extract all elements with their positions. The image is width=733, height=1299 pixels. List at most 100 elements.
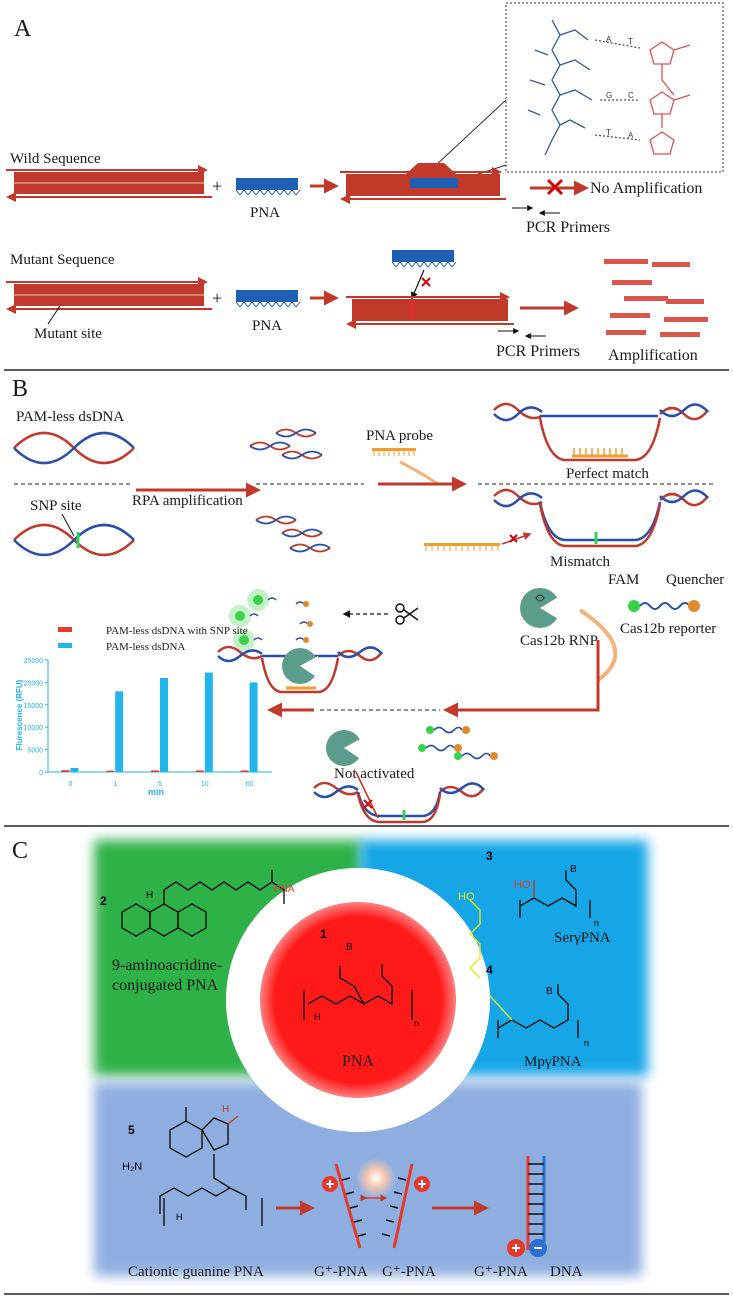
rpa-label: RPA amplification (132, 493, 243, 509)
wild-pna-complex (340, 163, 506, 204)
mismatch-complex (493, 488, 709, 548)
chart-y-tick-label: 10000 (24, 725, 44, 732)
repulsion-diagram (322, 1158, 430, 1249)
pna-backbone-structure (303, 964, 413, 1020)
pcr-primers-label-2: PCR Primers (496, 343, 580, 360)
pcr-primer-arrows-1 (512, 205, 560, 216)
amplification-label: Amplification (608, 347, 698, 364)
ser-gamma-structure (519, 870, 591, 918)
plus-sign: + (212, 176, 222, 196)
acridine-nh-label: H (146, 890, 153, 901)
chart-bar (249, 682, 258, 772)
panel-a-letter: A (14, 16, 32, 42)
acridine-structure (121, 870, 285, 937)
mp-n-label: n (584, 1038, 589, 1048)
quencher-label: Quencher (666, 572, 724, 588)
pna-strand-wild (235, 178, 301, 196)
panel-a: A A T G C T A Wild Sequence + (6, 2, 724, 364)
cas12b-rnp-label: Cas12b RNP (520, 633, 598, 649)
mutant-dsdna (6, 277, 212, 325)
mp-b-label: B (546, 986, 553, 997)
chart-y-tick-label: 25000 (24, 658, 44, 665)
pna-b-label: B (346, 942, 353, 953)
guanine-h2n-label: H₂N (122, 1161, 142, 1173)
struct-3-number: 3 (486, 849, 493, 863)
pna-label-c: PNA (342, 1053, 374, 1070)
no-amplification-mark (530, 178, 589, 196)
panel-c-letter: C (12, 838, 28, 864)
chart-x-tick-label: 60 (246, 781, 254, 788)
scissors-icon (395, 603, 419, 625)
pna-label-2: PNA (252, 318, 282, 334)
panel-b-letter: B (12, 376, 28, 402)
helix-snp (13, 523, 135, 557)
inset-base-g: G (606, 91, 612, 100)
chart-ylabel: Flurescence (RFU) (15, 679, 24, 750)
amplified-copies (604, 259, 708, 337)
ser-b-label: B (570, 864, 577, 875)
ser-n-label: n (594, 918, 599, 928)
chart-bar (240, 770, 249, 772)
chart-x-tick-label: 1 (113, 781, 117, 788)
fluorescence-bar-chart: PAM-less dsDNA with SNP site PAM-less ds… (15, 625, 272, 797)
chart-bar (204, 672, 213, 772)
chart-x-tick-label: 0 (68, 781, 72, 788)
amplicons-top (249, 428, 323, 460)
inset-base-c: C (628, 91, 634, 100)
chart-bar (160, 677, 168, 772)
struct-5-number: 5 (128, 1123, 135, 1137)
chart-x-tick-label: 10 (201, 781, 209, 788)
intact-reporters (418, 726, 498, 760)
cas12b-rnp-icon (520, 588, 560, 628)
pna-n-label: n (414, 1018, 419, 1028)
struct-1-number: 1 (320, 927, 327, 941)
perfect-match-complex (493, 402, 709, 462)
curved-arrow-reporter (578, 608, 618, 682)
gpna-dna-duplex (507, 1156, 547, 1257)
pna-label: PNA (250, 205, 280, 221)
legend-swatch-dsdna (58, 643, 72, 648)
inset-structure-box (505, 2, 724, 173)
ser-ho-label: HO (514, 879, 531, 891)
chart-y-tick-label: 15000 (24, 703, 44, 710)
chart-xlabel: min (148, 787, 164, 797)
chart-y-tick-label: 5000 (27, 748, 43, 755)
mp-ho-label: HO (458, 891, 475, 903)
cas12b-active-icon (282, 648, 318, 684)
not-activated-label: Not activated (334, 766, 415, 782)
chart-bar (151, 770, 159, 772)
pna-nh-label: H (314, 1012, 321, 1022)
panel-b: B PAM-less dsDNA SNP site RPA amplificat… (12, 376, 724, 824)
pam-less-label: PAM-less dsDNA (16, 409, 124, 425)
mutant-site-label: Mutant site (34, 326, 102, 342)
acridine-label-1: 9-aminoacridine- (112, 957, 222, 974)
struct-2-number: 2 (100, 894, 107, 908)
wild-dsdna (6, 165, 212, 202)
fam-label: FAM (608, 572, 639, 588)
inset-base-t2: T (606, 128, 611, 137)
legend-label-snp: PAM-less dsDNA with SNP site (106, 625, 248, 637)
cas12b-reporter-label: Cas12b reporter (620, 621, 716, 637)
activated-complex (217, 645, 384, 694)
wild-sequence-label: Wild Sequence (10, 151, 101, 167)
pna-probe-label: PNA probe (366, 428, 433, 444)
ser-gamma-label: SerγPNA (554, 930, 611, 946)
inset-base-t: T (628, 37, 633, 46)
chart-bars (61, 672, 258, 772)
guanine-charge: H (222, 1104, 229, 1115)
cas12b-inactive-icon (326, 730, 362, 766)
guanine-structure (159, 1107, 263, 1226)
snp-pointer (61, 513, 75, 537)
inset-base-a2: A (628, 131, 634, 140)
struct-4-number: 4 (486, 963, 493, 977)
plus-sign-2: + (212, 288, 222, 308)
legend-swatch-snp (58, 627, 72, 632)
mutant-pna-blocked (346, 250, 514, 329)
panel-c: C 2 H PNA 9-aminoacridine- conjugated PN… (12, 838, 648, 1280)
pcr-primer-arrows-2 (498, 328, 546, 339)
chart-x-tick-label: 5 (158, 781, 162, 788)
acridine-pna-tag: PNA (274, 884, 295, 895)
chart-bar (106, 770, 115, 772)
legend-label-dsdna: PAM-less dsDNA (106, 641, 185, 653)
